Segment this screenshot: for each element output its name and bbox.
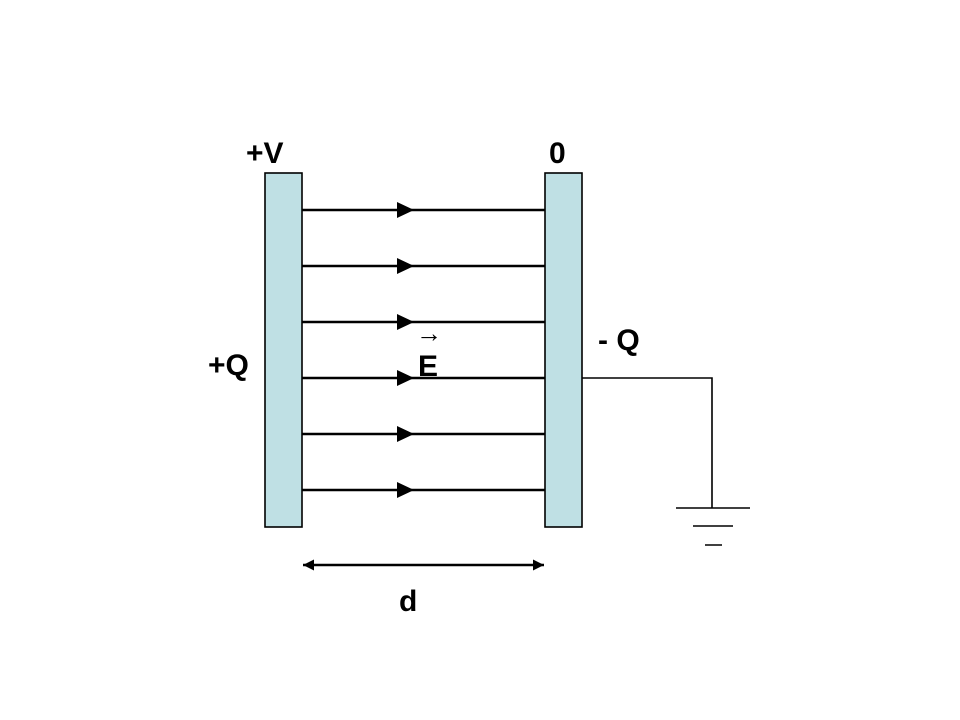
field-arrowhead-icon <box>397 426 414 442</box>
left-potential-label: +V <box>246 137 284 170</box>
field-arrowhead-icon <box>397 370 414 386</box>
ground-wire <box>582 377 713 508</box>
left-plate <box>264 172 303 528</box>
field-arrowhead-icon <box>397 202 414 218</box>
left-charge-label: +Q <box>208 349 249 382</box>
field-arrowhead-icon <box>397 482 414 498</box>
field-label: E <box>418 350 438 383</box>
field-arrowhead-icon <box>397 314 414 330</box>
ground-symbol-icon <box>676 507 750 546</box>
right-potential-label: 0 <box>549 137 566 170</box>
field-arrowhead-icon <box>397 258 414 274</box>
separation-label: d <box>399 585 417 618</box>
field-lines <box>302 202 545 498</box>
field-vector-arrow: → <box>416 318 442 348</box>
right-charge-label: - Q <box>598 324 640 357</box>
right-plate <box>544 172 583 528</box>
